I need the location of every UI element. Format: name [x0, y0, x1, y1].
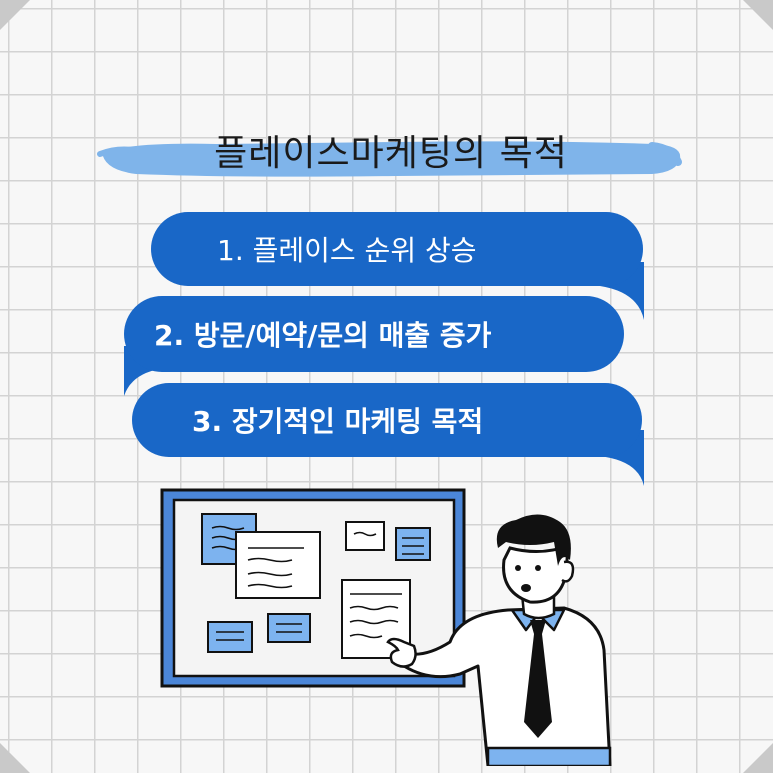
page-corner-bottom-right	[743, 743, 773, 773]
page-title: 플레이스마케팅의 목적	[214, 133, 568, 174]
bulletin-board-icon	[160, 488, 466, 688]
purpose-item-1-label: 1. 플레이스 순위 상승	[217, 234, 477, 267]
page-corner-top-left	[0, 0, 30, 30]
presentation-illustration	[160, 488, 612, 766]
purpose-item-1: 1. 플레이스 순위 상승	[151, 212, 643, 286]
purpose-item-2-label: 2. 방문/예약/문의 매출 증가	[154, 319, 492, 352]
title-block: 플레이스마케팅의 목적	[96, 118, 686, 188]
page-corner-top-right	[743, 0, 773, 30]
presenter-man-icon	[386, 514, 612, 766]
purpose-item-2: 2. 방문/예약/문의 매출 증가	[124, 296, 624, 372]
page-corner-bottom-left	[0, 743, 30, 773]
brush-highlight-icon	[97, 141, 682, 177]
purpose-item-3-label: 3. 장기적인 마케팅 목적	[192, 405, 484, 438]
purpose-item-3: 3. 장기적인 마케팅 목적	[132, 383, 642, 457]
